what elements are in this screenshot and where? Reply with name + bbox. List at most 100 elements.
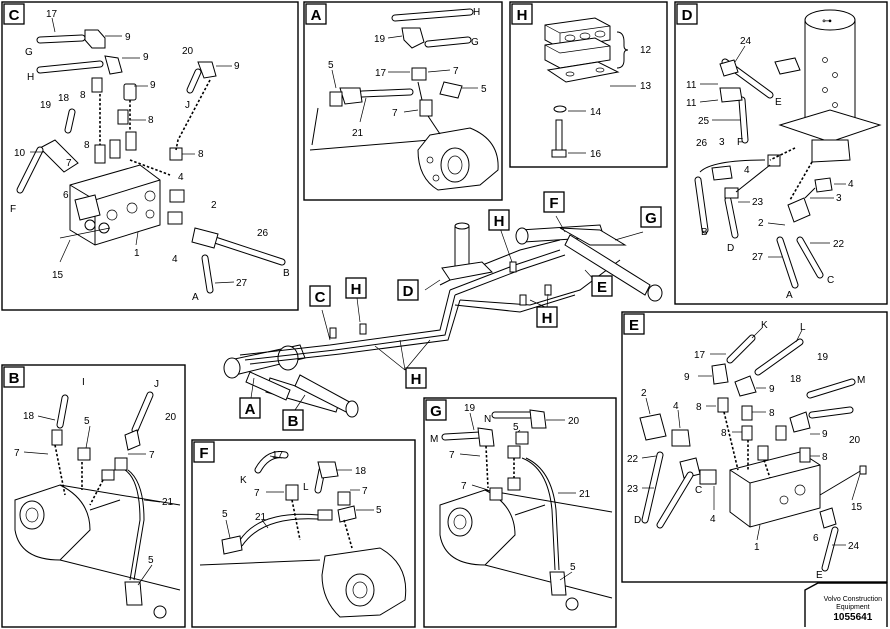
panel-f: F K 17 18 7 L 7 5 21 5	[191, 439, 416, 628]
panel-a: A H 19 G 5 17 7 5	[303, 1, 503, 201]
overview-view-tag: A	[245, 401, 256, 418]
callout-label: 21	[162, 497, 174, 508]
callout-label: 4	[172, 254, 178, 265]
panel-c-tag	[3, 3, 25, 25]
callout-label: J	[154, 379, 159, 390]
overview-view-tag: H	[542, 310, 553, 327]
callout-label: 18	[355, 466, 367, 477]
overview-view-tag: C	[315, 289, 326, 306]
document-number: 1055641	[833, 612, 873, 623]
callout-label: 18	[790, 374, 802, 385]
callout-label: 5	[222, 509, 228, 520]
panel-f-callouts: K 17 18 7 L 7 5 21 5	[222, 450, 382, 539]
callout-12: 12	[640, 45, 652, 56]
panel-d-tag	[676, 3, 698, 25]
callout-16: 16	[590, 149, 602, 160]
callout-label: C	[695, 485, 702, 496]
overview-view-tag: H	[494, 213, 505, 230]
overview-view-tag: G	[645, 210, 657, 227]
panel-e: E K L	[621, 311, 888, 583]
panel-b-callouts: I J 18 20 5 7 7 21 5	[14, 377, 177, 586]
callout-label: 8	[80, 90, 86, 101]
callout-label: 4	[710, 514, 716, 525]
clamp-lower	[544, 37, 611, 69]
panel-c-callouts: 17 9 G 9 H 19 18 8 9 20 9 J 8 10 8 8 7 6…	[10, 9, 290, 303]
overview-view-tag: H	[411, 371, 422, 388]
svg-text:⊶: ⊶	[822, 16, 832, 27]
callout-label: A	[192, 292, 199, 303]
callout-label: D	[634, 515, 641, 526]
callout-label: 19	[817, 352, 829, 363]
callout-label: 7	[254, 488, 260, 499]
callout-label: 2	[641, 388, 647, 399]
callout-label: 4	[848, 179, 854, 190]
callout-label: 21	[579, 489, 591, 500]
panel-g: G 19 N M 20 5 7 7 21	[423, 397, 617, 628]
callout-label: 1	[134, 248, 140, 259]
overview-view-tag: B	[288, 413, 299, 430]
callout-label: H	[473, 7, 480, 18]
callout-label: 20	[182, 46, 194, 57]
callout-label: E	[775, 97, 782, 108]
panel-a-callouts: H 19 G 5 17 7 5 7 21	[328, 7, 487, 139]
overview-tags: C H D H H F G E H A B	[239, 191, 662, 431]
panel-a-letter: A	[311, 7, 322, 24]
callout-label: M	[430, 434, 438, 445]
callout-label: G	[471, 37, 479, 48]
callout-label: 9	[143, 52, 149, 63]
callout-label: 20	[568, 416, 580, 427]
callout-label: I	[82, 377, 85, 388]
callout-label: 8	[84, 140, 90, 151]
callout-label: 19	[464, 403, 476, 414]
panel-b-tag	[3, 366, 25, 388]
callout-label: 5	[513, 422, 519, 433]
callout-label: 4	[744, 165, 750, 176]
callout-label: 26	[696, 138, 708, 149]
callout-label: 5	[84, 416, 90, 427]
panel-e-letter: E	[629, 317, 639, 334]
callout-label: 3	[836, 193, 842, 204]
panel-g-callouts: 19 N M 20 5 7 7 21 5	[430, 403, 591, 581]
callout-label: 9	[822, 429, 828, 440]
footer-doc-info: Volvo Construction Equipment 1055641	[824, 596, 882, 623]
callout-label: 5	[148, 555, 154, 566]
callout-label: F	[10, 204, 16, 215]
callout-label: 5	[481, 84, 487, 95]
callout-label: A	[786, 290, 793, 301]
callout-label: D	[727, 243, 734, 254]
callout-label: 5	[376, 505, 382, 516]
callout-label: 25	[698, 116, 710, 127]
callout-label: 23	[627, 484, 639, 495]
callout-label: 2	[758, 218, 764, 229]
panel-e-tag	[623, 313, 645, 335]
callout-label: 7	[453, 66, 459, 77]
panel-f-letter: F	[199, 445, 208, 462]
callout-label: L	[303, 482, 309, 493]
callout-label: 21	[352, 128, 364, 139]
callout-label: L	[800, 322, 806, 333]
callout-label: 19	[40, 100, 52, 111]
callout-label: 17	[694, 350, 706, 361]
callout-label: 6	[63, 190, 69, 201]
callout-label: F	[737, 137, 743, 148]
callout-label: 7	[461, 481, 467, 492]
panel-h-letter: H	[517, 7, 528, 24]
callout-label: 7	[149, 450, 155, 461]
panel-e-callouts: K L 17 19 9 M 18 9 2 4 8 8 8 9 22	[627, 320, 865, 581]
panel-h-tag	[511, 3, 533, 25]
panel-b: B I J 18 20 5 7 7 21 5	[1, 364, 186, 628]
panel-d: D ⊶ 24 11 E 11	[674, 1, 888, 305]
callout-label: 6	[813, 533, 819, 544]
panel-c-letter: C	[9, 7, 20, 24]
callout-label: 7	[449, 450, 455, 461]
callout-label: 17	[272, 450, 284, 461]
callout-label: H	[27, 72, 34, 83]
callout-label: C	[827, 275, 834, 286]
callout-label: 24	[740, 36, 752, 47]
callout-label: 23	[752, 197, 764, 208]
overview-machine-assembly: C H D H H F G E H A B	[223, 191, 663, 431]
callout-label: 15	[851, 502, 863, 513]
panel-f-tag	[193, 441, 215, 463]
panel-c: C	[1, 1, 299, 311]
callout-label: 1	[754, 542, 760, 553]
